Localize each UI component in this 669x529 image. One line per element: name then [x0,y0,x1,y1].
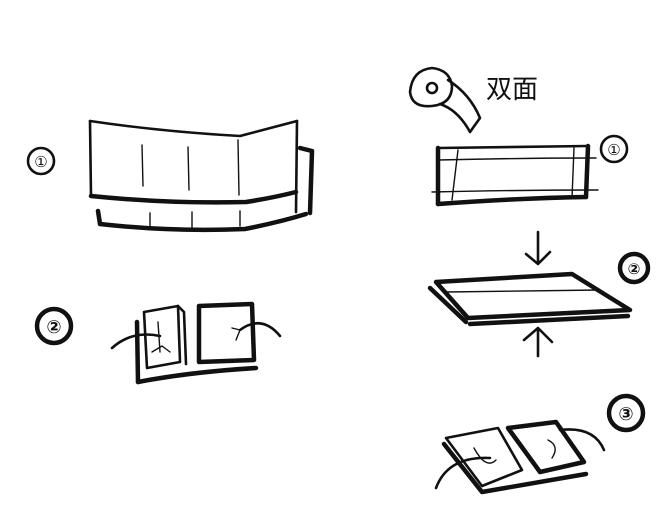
folded-board-drawing [434,419,606,495]
press-down-arrow [524,230,552,266]
right-step-3-number: ③ [618,404,633,425]
right-step-1-number: ① [607,141,620,159]
pleated-strip-drawing [88,119,315,233]
folded-blocks-drawing [110,301,282,385]
pressed-board-drawing [427,271,633,327]
left-step-1-marker: ① [26,146,56,176]
right-step-1-marker: ① [599,134,629,164]
double-sided-tape-icon: 双面 [408,66,538,134]
tape-label: 双面 [486,75,538,105]
right-step-2-number: ② [628,260,641,278]
left-step-2-number: ② [46,317,61,338]
press-up-arrow [522,326,554,358]
left-step-1-number: ① [34,153,47,171]
right-step-2-marker: ② [617,251,651,285]
right-step-3-marker: ③ [606,393,646,433]
tape-strip-drawing [431,143,599,207]
left-step-2-marker: ② [34,306,74,346]
